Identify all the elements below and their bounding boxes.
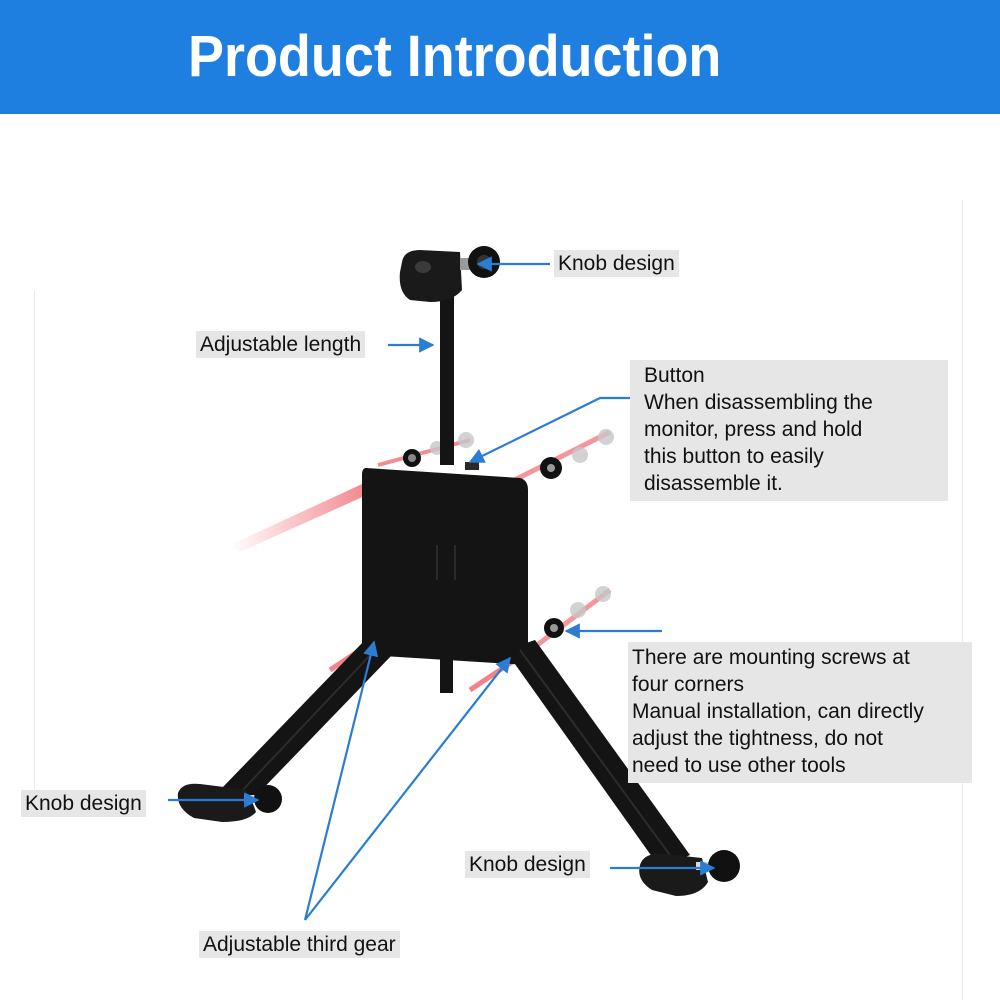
callout-adjustable-length: Adjustable length [196, 331, 366, 358]
callout-arrows [168, 256, 716, 921]
callout-screws-line: Manual installation, can directly [632, 700, 924, 723]
callout-third-gear: Adjustable third gear [199, 931, 400, 958]
page-title: Product Introduction [188, 24, 722, 89]
callout-button-line: disassemble it. [644, 472, 783, 495]
callout-button: Button When disassembling the monitor, p… [630, 360, 948, 501]
callout-button-line: When disassembling the [644, 391, 873, 414]
corner-screws [403, 449, 564, 638]
mounting-plate [362, 462, 528, 693]
image-edge-left [34, 290, 35, 810]
arrow-button [468, 396, 635, 463]
callout-knob-top: Knob design [554, 250, 679, 277]
image-edge-right [962, 200, 963, 1000]
callout-screws-line: four corners [632, 673, 745, 696]
arrow-third-gear-right [304, 656, 511, 921]
header-banner: Product Introduction [0, 0, 1000, 114]
callout-screws-line: need to use other tools [632, 754, 846, 777]
top-clamp [399, 246, 500, 465]
callout-screws-line: There are mounting screws at [632, 646, 910, 669]
callout-knob-left: Knob design [21, 790, 146, 817]
left-leg [177, 640, 392, 822]
callout-knob-right: Knob design [465, 851, 590, 878]
arrow-third-gear-left [303, 640, 379, 921]
callout-button-line: this button to easily [644, 445, 824, 468]
callout-mounting-screws: There are mounting screws at four corner… [628, 642, 972, 783]
callout-button-line: monitor, press and hold [644, 418, 863, 441]
right-leg [505, 640, 740, 896]
callout-button-title: Button [644, 364, 705, 387]
callout-screws-line: adjust the tightness, do not [632, 727, 884, 750]
